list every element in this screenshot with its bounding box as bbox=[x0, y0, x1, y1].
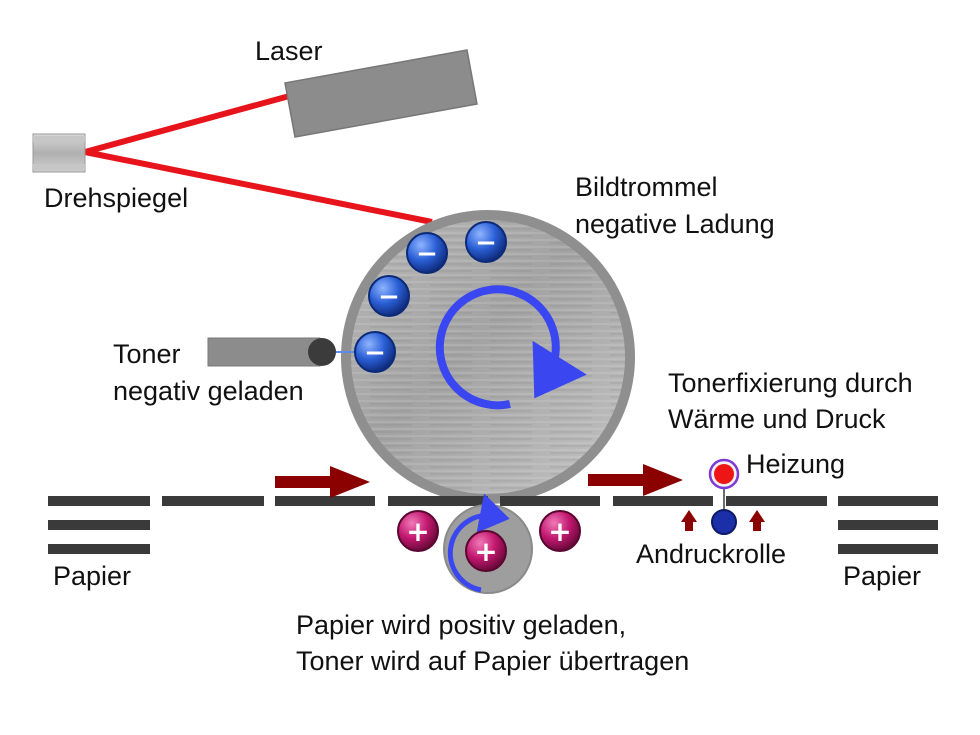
toner-label-charge: negativ geladen bbox=[113, 376, 304, 406]
pressure-roller-label: Andruckrolle bbox=[636, 539, 786, 569]
svg-text:−: − bbox=[378, 282, 400, 312]
svg-text:−: − bbox=[416, 239, 438, 269]
negative-charge: − bbox=[368, 275, 410, 317]
heater-label: Heizung bbox=[746, 449, 845, 479]
paper-stack-right bbox=[838, 496, 938, 554]
paper-label-right: Papier bbox=[843, 561, 921, 591]
svg-text:−: − bbox=[364, 338, 386, 368]
drum-label-title: Bildtrommel bbox=[575, 172, 718, 202]
negative-charge: − bbox=[354, 331, 396, 373]
paper-direction-arrow bbox=[275, 466, 370, 498]
pressure-roller bbox=[711, 509, 737, 535]
laser-unit bbox=[284, 49, 478, 138]
drum-label-charge: negative Ladung bbox=[575, 209, 775, 239]
negative-charge: − bbox=[406, 232, 448, 274]
laser-label: Laser bbox=[255, 36, 323, 66]
transfer-caption-line1: Papier wird positiv geladen, bbox=[296, 610, 626, 640]
transfer-roller-rotation-arrow bbox=[447, 493, 510, 593]
svg-text:+: + bbox=[474, 535, 497, 568]
paper-sheet bbox=[162, 496, 827, 506]
heater-roller bbox=[708, 458, 740, 490]
positive-charge: + bbox=[539, 510, 581, 552]
paper-label-left: Papier bbox=[53, 561, 131, 591]
transfer-caption-line2: Toner wird auf Papier übertragen bbox=[296, 646, 689, 676]
pressure-arrow bbox=[681, 510, 697, 531]
positive-charge: + bbox=[397, 510, 439, 552]
svg-text:−: − bbox=[475, 228, 497, 258]
rotating-mirror bbox=[32, 133, 86, 173]
fixing-label-detail: Wärme und Druck bbox=[668, 404, 886, 434]
svg-text:+: + bbox=[406, 515, 429, 548]
pressure-arrow bbox=[749, 510, 765, 531]
svg-text:+: + bbox=[548, 515, 571, 548]
positive-charge: + bbox=[465, 530, 507, 572]
mirror-label: Drehspiegel bbox=[44, 183, 188, 213]
toner-label-title: Toner bbox=[113, 339, 181, 369]
fixing-label-title: Tonerfixierung durch bbox=[668, 368, 913, 398]
paper-stack-left bbox=[48, 496, 150, 554]
paper-direction-arrow bbox=[588, 464, 683, 496]
negative-charge: − bbox=[465, 221, 507, 263]
toner-cartridge bbox=[207, 337, 358, 367]
drum-rotation-arrow bbox=[435, 285, 587, 410]
